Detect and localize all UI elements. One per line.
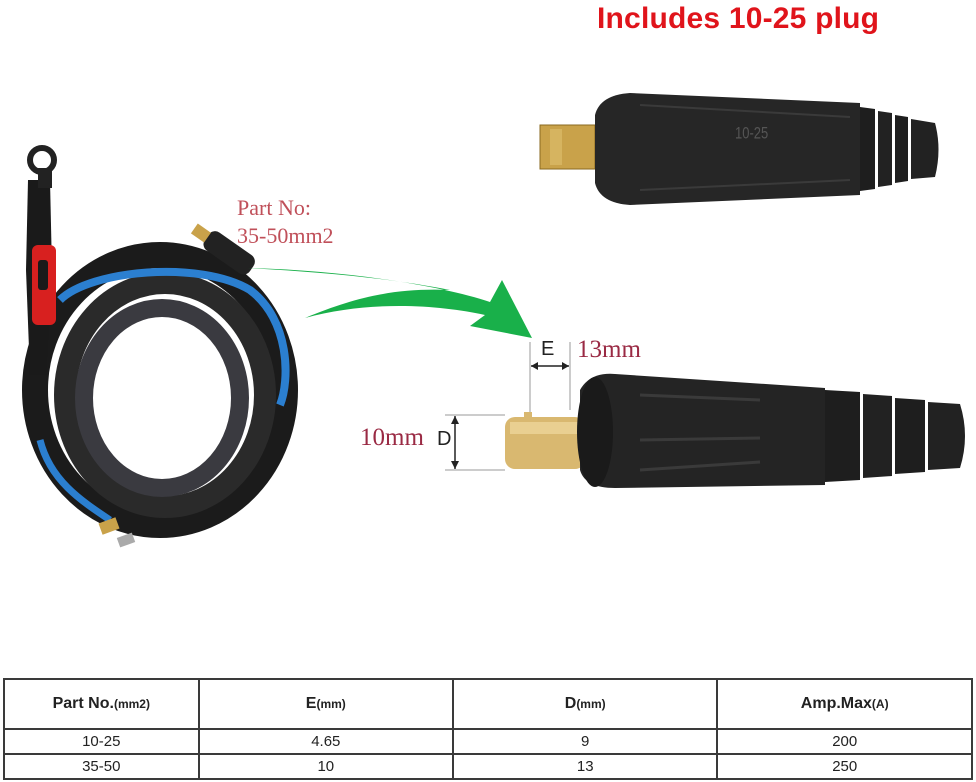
part-number-callout: Part No: 35-50mm2 bbox=[237, 194, 334, 250]
dimension-e-letter: E bbox=[541, 338, 555, 360]
green-arrow-icon bbox=[248, 268, 532, 338]
plug-35-50-image bbox=[445, 342, 965, 488]
header-part-no: Part No.(mm2) bbox=[3, 678, 200, 730]
dimension-d-value: 10mm bbox=[360, 424, 424, 451]
cell-part-no: 35-50 bbox=[3, 753, 200, 780]
dimension-e-value: 13mm bbox=[577, 336, 641, 363]
dimension-d-letter: D bbox=[437, 428, 452, 450]
cell-amp-max: 250 bbox=[716, 753, 973, 780]
table-row: 35-50 10 13 250 bbox=[3, 753, 973, 780]
plug-10-25-image bbox=[539, 93, 939, 205]
header-d: D(mm) bbox=[451, 678, 719, 730]
cell-part-no: 10-25 bbox=[3, 728, 200, 755]
callout-line-2: 35-50mm2 bbox=[237, 223, 334, 248]
cell-e: 10 bbox=[197, 753, 455, 780]
cell-d: 13 bbox=[451, 753, 719, 780]
header-e: E(mm) bbox=[197, 678, 455, 730]
spec-table: Part No.(mm2) E(mm) D(mm) Amp.Max(A) 10-… bbox=[3, 678, 973, 780]
callout-line-1: Part No: bbox=[237, 195, 311, 220]
table-header-row: Part No.(mm2) E(mm) D(mm) Amp.Max(A) bbox=[3, 678, 973, 730]
cell-e: 4.65 bbox=[197, 728, 455, 755]
table-row: 10-25 4.65 9 200 bbox=[3, 728, 973, 755]
headline: Includes 10-25 plug bbox=[597, 2, 880, 35]
welding-torch-image bbox=[22, 145, 298, 548]
header-amp-max: Amp.Max(A) bbox=[716, 678, 973, 730]
cell-d: 9 bbox=[451, 728, 719, 755]
plug-marking: 10-25 bbox=[735, 122, 769, 143]
cell-amp-max: 200 bbox=[716, 728, 973, 755]
